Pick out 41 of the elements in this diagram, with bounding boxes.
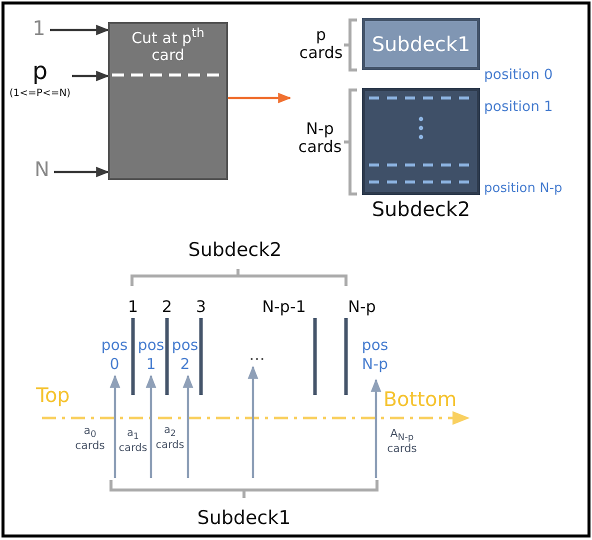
card-count-label: a$_{0}$ cards [74, 425, 106, 452]
arrow [182, 374, 194, 478]
position-number: N [34, 158, 50, 180]
card-number: 2 [160, 298, 174, 316]
cut-label: Cut at p$^{th}$ card [130, 26, 206, 63]
card-count-label: A$_{N-p}$ cards [386, 428, 418, 456]
position-label: pos 0 [99, 336, 130, 376]
card-count-label: a$_{1}$ cards [118, 428, 148, 454]
arrow [248, 366, 258, 478]
position-label: pos N-p [356, 336, 394, 380]
subdeck-label: Subdeck1 [370, 33, 472, 55]
card-number: N-p-1 [261, 298, 307, 316]
axis-label: Bottom [382, 388, 458, 410]
subdeck-heading: Subdeck2 [370, 198, 472, 220]
position-number: 1 [32, 17, 46, 39]
range-note: (1<=P<=N) [8, 88, 72, 99]
axis-label: Top [35, 384, 71, 406]
group-heading: Subdeck1 [196, 508, 292, 529]
arrow [50, 24, 110, 36]
position-label: position 1 [484, 100, 554, 116]
position-label: position N-p [484, 182, 564, 196]
card-number: 3 [194, 298, 208, 316]
card-count-label: a$_{2}$ cards [154, 425, 186, 452]
subdeck-block [362, 18, 480, 70]
group-heading: Subdeck2 [187, 240, 283, 261]
arrow [72, 70, 110, 82]
bracket-label: N-p cards [297, 120, 343, 156]
position-label: pos 2 [170, 336, 200, 376]
bracket-label: p cards [298, 26, 344, 62]
arrow [228, 92, 292, 104]
deck-block [108, 22, 228, 180]
arrow [54, 166, 110, 178]
arrow [370, 378, 382, 478]
arrow [110, 374, 120, 478]
card-number: N-p [347, 298, 377, 316]
card-number: 1 [126, 298, 140, 316]
position-label: pos 1 [136, 336, 166, 376]
position-label: position 0 [484, 68, 554, 84]
arrow [146, 374, 156, 478]
position-number: p [31, 58, 49, 84]
ellipsis-label: … [240, 345, 274, 367]
